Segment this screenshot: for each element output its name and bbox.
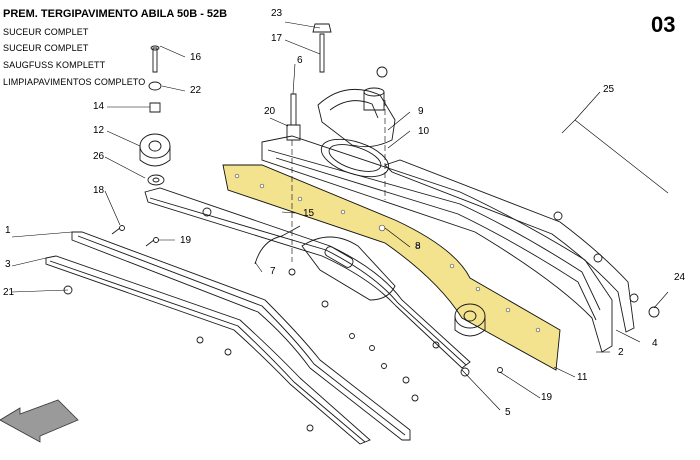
callout-21: 21 bbox=[3, 287, 15, 298]
rear-rail bbox=[261, 135, 613, 353]
callout-10: 10 bbox=[418, 126, 430, 137]
front-blade-strip bbox=[71, 231, 411, 441]
diagram-title: PREM. TERGIPAVIMENTO ABILA 50B - 52B bbox=[3, 8, 228, 20]
callout-17: 17 bbox=[271, 33, 283, 44]
callout-26: 26 bbox=[93, 151, 105, 162]
direction-arrow-icon bbox=[0, 399, 79, 443]
callout-22: 22 bbox=[190, 85, 202, 96]
callout-19b: 19 bbox=[541, 392, 553, 403]
callout-6: 6 bbox=[297, 55, 303, 66]
subtitle-line-2: SUCEUR COMPLET bbox=[3, 43, 89, 53]
callout-19a: 19 bbox=[180, 235, 192, 246]
callout-1: 1 bbox=[5, 225, 11, 236]
callout-18: 18 bbox=[93, 185, 105, 196]
callout-5: 5 bbox=[505, 407, 511, 418]
wheel-12 bbox=[139, 133, 171, 167]
page-number: 03 bbox=[651, 12, 676, 37]
callout-11: 11 bbox=[577, 372, 588, 383]
subtitle-line-1: SUCEUR COMPLET bbox=[3, 27, 89, 37]
callout-15: 15 bbox=[303, 208, 315, 219]
callout-20: 20 bbox=[264, 106, 276, 117]
squeegee-holes bbox=[234, 173, 541, 333]
front-support-strip bbox=[45, 255, 371, 445]
wheel-right bbox=[454, 303, 486, 337]
squeegee-rubber-highlight bbox=[222, 164, 561, 371]
callout-16: 16 bbox=[190, 52, 202, 63]
callout-24: 24 bbox=[674, 272, 686, 283]
callout-25: 25 bbox=[603, 84, 615, 95]
callout-9: 9 bbox=[418, 106, 424, 117]
callout-14: 14 bbox=[93, 101, 105, 112]
callout-23: 23 bbox=[271, 8, 283, 19]
subtitle-line-3: SAUGFUSS KOMPLETT bbox=[3, 60, 106, 70]
long-rail bbox=[384, 159, 635, 333]
callout-12: 12 bbox=[93, 125, 105, 136]
callout-8: 8 bbox=[415, 241, 421, 252]
callout-2: 2 bbox=[618, 347, 624, 358]
subtitle-line-4: LIMPIAPAVIMENTOS COMPLETO bbox=[3, 77, 146, 87]
suction-housing bbox=[317, 88, 396, 148]
callout-7: 7 bbox=[270, 266, 276, 277]
callout-4: 4 bbox=[652, 338, 658, 349]
center-mount-plate bbox=[301, 236, 396, 301]
oval-seal bbox=[320, 138, 390, 178]
callout-3: 3 bbox=[5, 259, 11, 270]
leader-lines bbox=[11, 21, 669, 411]
cable-7 bbox=[254, 225, 301, 265]
